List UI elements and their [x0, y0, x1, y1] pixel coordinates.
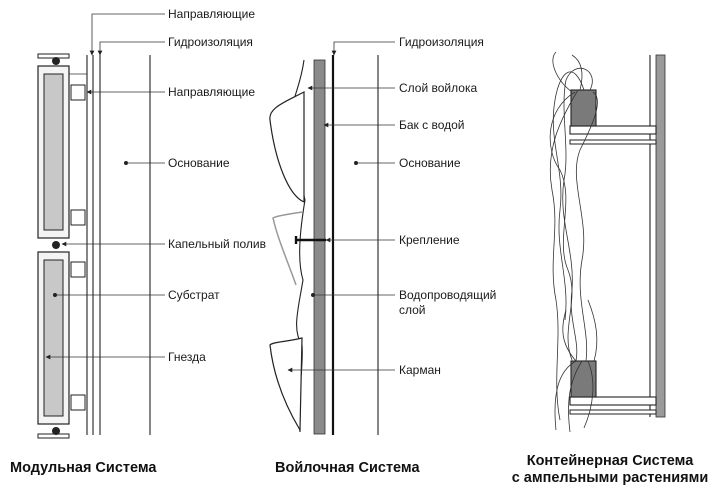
plant-stem-5 — [576, 91, 598, 362]
label-guides-top: Направляющие — [168, 7, 255, 21]
modular-system-drawing: Направляющие Гидроизоляция Направляющие … — [10, 7, 266, 476]
label-felt-layer: Слой войлока — [399, 81, 477, 95]
upper-shelf-rail — [569, 139, 657, 145]
plant-stem-8 — [583, 360, 594, 429]
container-wall — [655, 54, 666, 418]
leader-waterproofing-modular — [97, 41, 165, 56]
plant-stem-9 — [552, 51, 573, 93]
dot-base-felt — [354, 161, 358, 165]
pocket-bottom — [269, 337, 303, 433]
drip-pipe-bottom-icon — [52, 427, 60, 435]
drip-pipe-top-icon — [52, 57, 60, 65]
label-water-layer-2: слой — [399, 303, 426, 317]
label-water-tank: Бак с водой — [399, 118, 465, 132]
top-cap — [37, 53, 70, 59]
upper-container — [570, 89, 597, 127]
label-base-modular: Основание — [168, 156, 230, 170]
label-water-layer-1: Водопроводящий — [399, 288, 496, 302]
leader-guides-top — [89, 13, 165, 56]
bottom-cap — [37, 433, 70, 439]
container-system-drawing: Контейнерная Система с ампельными растен… — [512, 51, 709, 486]
leader-waterproofing-felt — [331, 41, 395, 56]
pocket-middle — [272, 211, 303, 286]
plant-stem-12 — [587, 299, 598, 362]
caption-felt: Войлочная Система — [275, 460, 420, 476]
plant-stem-11 — [562, 309, 577, 362]
water-tank-band — [313, 59, 326, 435]
lower-module-substrate — [43, 259, 64, 417]
label-drip-irrigation: Капельный полив — [168, 237, 266, 251]
upper-shelf — [569, 125, 657, 135]
felt-system-drawing: Гидроизоляция Слой войлока Бак с водой О… — [269, 35, 496, 476]
pocket-top — [269, 91, 305, 203]
label-waterproofing-felt: Гидроизоляция — [399, 35, 484, 49]
plant-stem-7 — [568, 360, 583, 433]
plant-stem-4 — [549, 91, 576, 361]
drip-pipe-mid-icon — [52, 241, 60, 249]
plant-stem-10 — [571, 54, 583, 91]
label-substrate: Субстрат — [168, 288, 220, 302]
label-sockets: Гнезда — [168, 350, 206, 364]
lower-container — [570, 360, 597, 398]
label-fastening: Крепление — [399, 233, 460, 247]
label-base-felt: Основание — [399, 156, 461, 170]
lower-shelf — [569, 396, 657, 406]
caption-modular: Модульная Система — [10, 460, 157, 476]
label-pocket: Карман — [399, 363, 441, 377]
plant-stem-6 — [554, 360, 577, 431]
dot-base-modular — [124, 161, 128, 165]
caption-container-line1: Контейнерная Система — [527, 453, 694, 469]
lower-bracket-top — [70, 261, 86, 278]
plant-stem-2 — [552, 71, 585, 321]
label-waterproofing-modular: Гидроизоляция — [168, 35, 253, 49]
label-guides-mid: Направляющие — [168, 85, 255, 99]
caption-container-line2: с ампельными растениями — [512, 470, 709, 486]
plant-stem-1 — [549, 89, 579, 421]
lower-shelf-rail — [569, 409, 657, 415]
upper-bracket-top — [70, 84, 86, 101]
upper-module-substrate — [43, 73, 64, 231]
dot-substrate — [53, 293, 57, 297]
lower-bracket-bottom — [70, 394, 86, 411]
dot-water-layer — [311, 293, 315, 297]
upper-bracket-bottom — [70, 209, 86, 226]
